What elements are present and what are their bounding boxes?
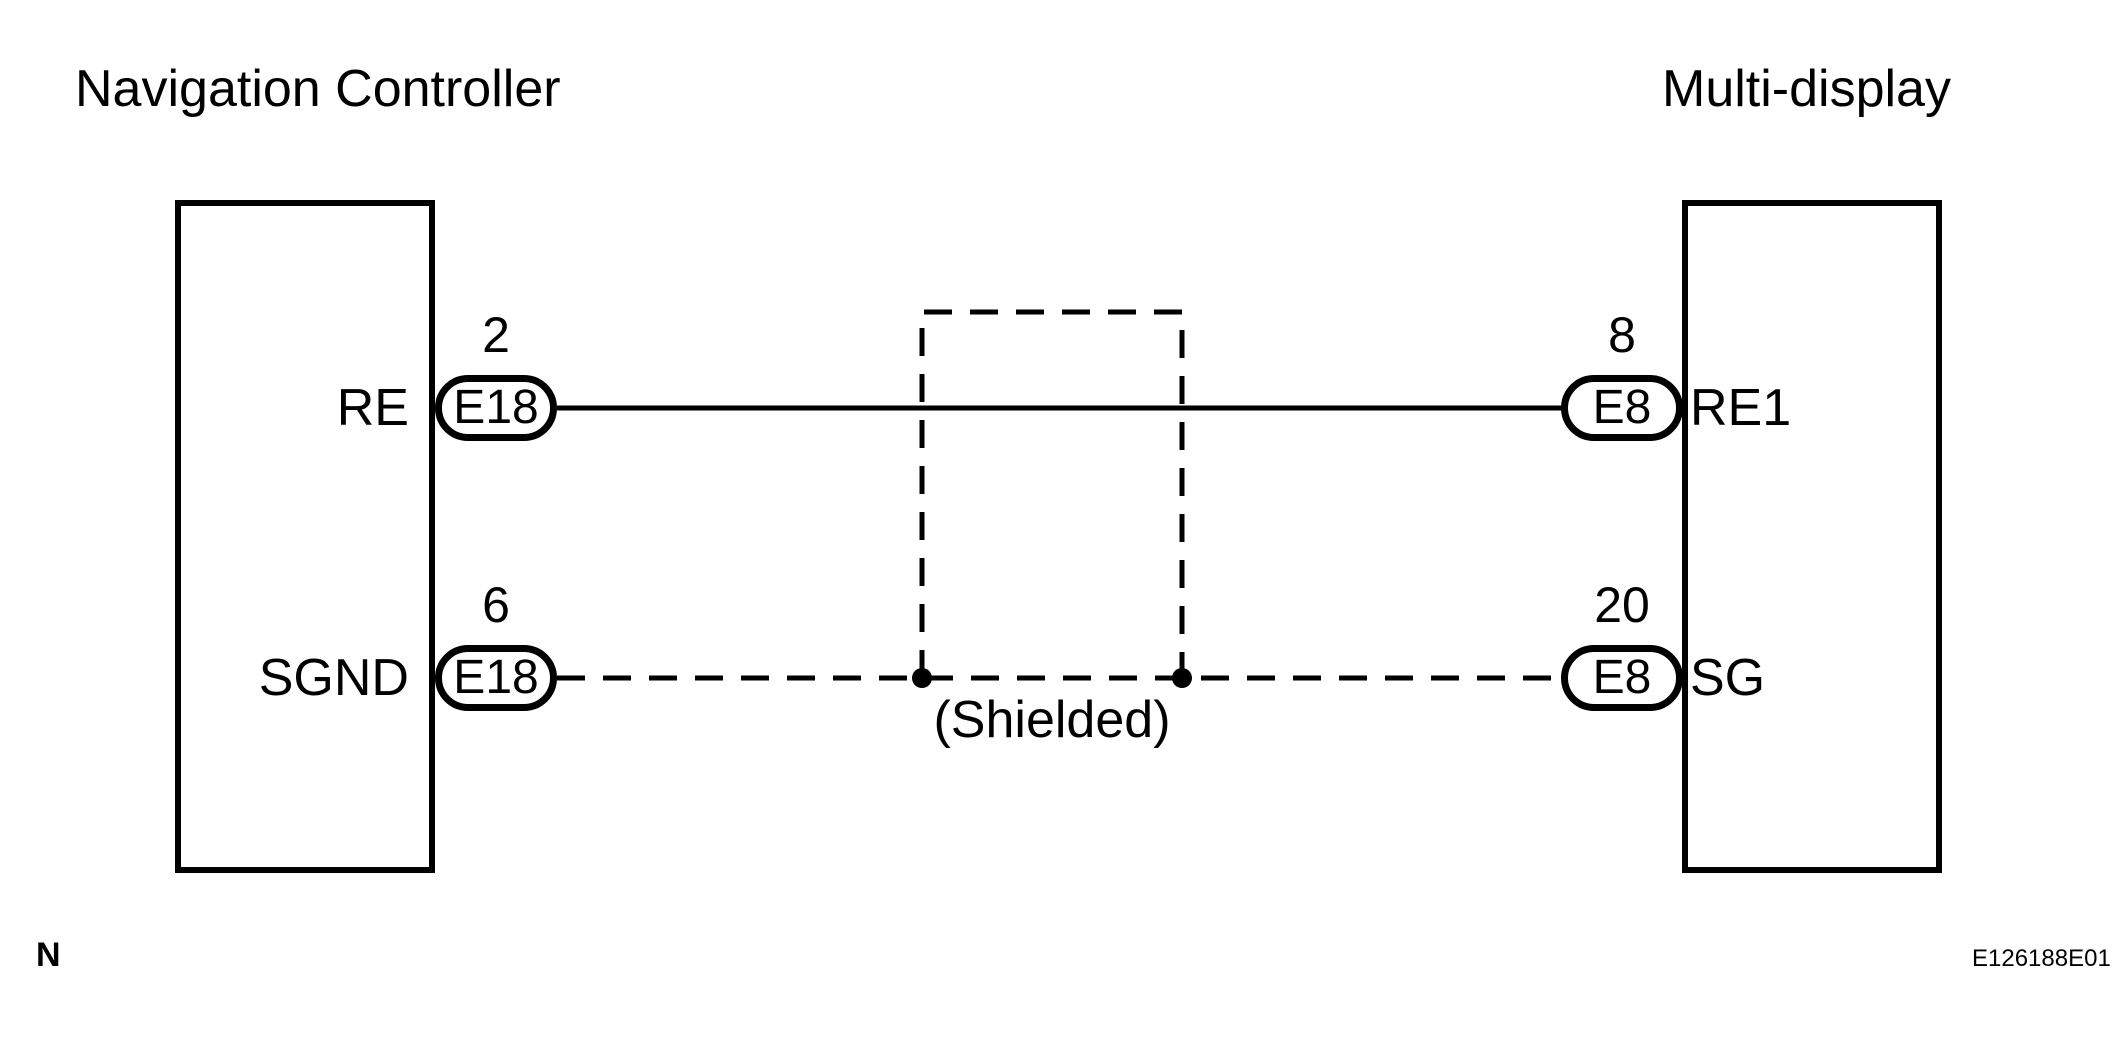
- left-component-title: Navigation Controller: [75, 60, 561, 118]
- shield-annotation: (Shielded): [933, 691, 1171, 749]
- shield-outline-dashed: [919, 309, 1185, 678]
- connector-label: E8: [1592, 381, 1652, 434]
- page-marker: N: [36, 936, 61, 974]
- pin-number-right-top: 8: [1608, 307, 1636, 363]
- pin-number-left-top: 2: [482, 307, 510, 363]
- signal-label-re1: RE1: [1690, 379, 1792, 437]
- figure-code: E126188E01: [1972, 945, 2111, 972]
- connector-label: E8: [1592, 651, 1652, 704]
- connector-badge-e18-pin2: E18: [435, 375, 557, 441]
- signal-label-re: RE: [336, 379, 409, 437]
- connector-label: E18: [453, 651, 539, 704]
- connector-label: E18: [453, 381, 539, 434]
- connector-badge-e8-pin8: E8: [1561, 375, 1683, 441]
- connector-badge-e8-pin20: E8: [1561, 645, 1683, 711]
- shield-junction-dot-left: [912, 668, 932, 688]
- right-component-title: Multi-display: [1662, 60, 1951, 118]
- left-component-box: [175, 200, 435, 873]
- signal-label-sg: SG: [1690, 649, 1766, 707]
- shield-junction-dot-right: [1172, 668, 1192, 688]
- pin-number-right-bottom: 20: [1594, 577, 1650, 633]
- pin-number-left-bottom: 6: [482, 577, 510, 633]
- right-component-box: [1682, 200, 1942, 873]
- connector-badge-e18-pin6: E18: [435, 645, 557, 711]
- signal-label-sgnd: SGND: [258, 649, 409, 707]
